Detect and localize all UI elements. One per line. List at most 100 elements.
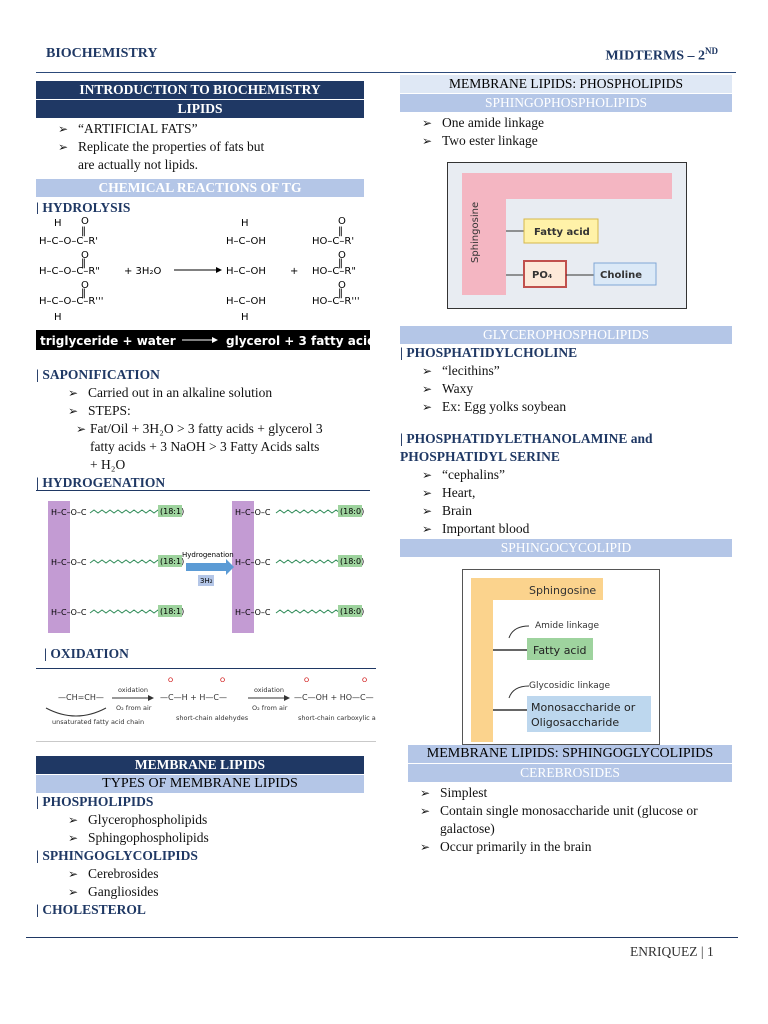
list-item: Carried out in an alkaline solution: [68, 384, 366, 402]
saponification-heading: | SAPONIFICATION: [36, 367, 160, 382]
membrane-lipids-section: MEMBRANE LIPIDS TYPES OF MEMBRANE LIPIDS…: [36, 756, 364, 919]
label-18-0: (18:0): [340, 557, 364, 566]
svg-text:‖: ‖: [81, 258, 86, 269]
sphingoglycolipids-bar: MEMBRANE LIPIDS: SPHINGOGLYCOLIPIDS: [408, 745, 732, 763]
hydrogenation-rule: [36, 490, 370, 491]
label-18-0: (18:0): [340, 507, 364, 516]
list-item: One amide linkage: [422, 114, 732, 132]
svg-text:H–C–O–C: H–C–O–C: [51, 558, 87, 567]
svg-text:O: O: [304, 676, 309, 684]
svg-text:H–C–O–C: H–C–O–C: [235, 608, 271, 617]
sphingoglycolipids-heading: | SPHINGOGLYCOLIPIDS: [36, 848, 198, 863]
sphingoglycolipids-list: Cerebrosides Gangliosides: [36, 865, 364, 901]
artificial-fats-list: “ARTIFICIAL FATS” Replicate the properti…: [36, 120, 364, 174]
lipids-title: LIPIDS: [36, 100, 364, 118]
phospholipids-list: Glycerophospholipids Sphingophospholipid…: [36, 811, 364, 847]
cerebrosides-bar: CEREBROSIDES: [408, 764, 732, 782]
header-subject: BIOCHEMISTRY: [46, 46, 158, 61]
short-chain-aldehydes-label: short-chain aldehydes: [176, 714, 249, 722]
oxidation-heading: | OXIDATION: [44, 646, 129, 661]
list-item: Waxy: [422, 380, 732, 398]
svg-text:H: H: [241, 218, 249, 229]
saponification-list: Carried out in an alkaline solution STEP…: [36, 384, 366, 420]
list-item: Important blood: [422, 520, 732, 538]
oxidation-bottom-rule: [36, 741, 376, 742]
hydrolysis-heading: | HYDROLYSIS: [36, 200, 131, 215]
oxidation-label: oxidation: [254, 686, 284, 694]
svg-text:O: O: [338, 250, 346, 261]
svg-text:H–C–O–C: H–C–O–C: [235, 508, 271, 517]
intro-title: INTRODUCTION TO BIOCHEMISTRY: [36, 81, 364, 99]
hydrogenation-arrow-label: Hydrogenation: [182, 551, 234, 559]
oxidation-label: oxidation: [118, 686, 148, 694]
list-item: STEPS:: [68, 402, 366, 420]
oxidation-rule: [36, 668, 376, 669]
sphingomyelin-figure: Sphingosine Fatty acid PO₄ Choline: [447, 162, 687, 309]
phospholipids-heading: | PHOSPHOLIPIDS: [36, 794, 154, 809]
sphingosine-label: Sphingosine: [470, 202, 481, 263]
list-item: “ARTIFICIAL FATS”: [58, 120, 364, 138]
saturated-chains: H–C–O–C H–C–O–C H–C–O–C (18:0) (18:0) (1…: [235, 505, 364, 617]
list-item: Occur primarily in the brain: [420, 838, 732, 856]
list-item: Glycerophospholipids: [68, 811, 364, 829]
membrane-phospholipids-bar: MEMBRANE LIPIDS: PHOSPHOLIPIDS: [400, 75, 732, 93]
membrane-lipids-bar: MEMBRANE LIPIDS: [36, 756, 364, 774]
list-item: Brain: [422, 502, 732, 520]
phosphatidylethanolamine-heading: | PHOSPHATIDYLETHANOLAMINE and PHOSPHATI…: [400, 431, 653, 464]
water-label: + 3H₂O: [124, 266, 161, 277]
amide-linkage-label: Amide linkage: [535, 621, 600, 631]
svg-text:O: O: [81, 250, 89, 261]
choline-label: Choline: [600, 270, 642, 281]
svg-text:H: H: [54, 312, 62, 323]
hydrolysis-caption-left: triglyceride + water: [40, 334, 176, 348]
svg-text:O: O: [81, 280, 89, 291]
svg-text:+: +: [290, 266, 298, 277]
header-rule: [36, 72, 736, 73]
svg-text:H: H: [241, 312, 249, 323]
short-chain-acids-label: short-chain carboxylic acids: [298, 714, 376, 722]
fatty-acid-label: Fatty acid: [534, 227, 590, 238]
sphingophospholipids-list: One amide linkage Two ester linkage: [400, 114, 732, 150]
list-item: Sphingophospholipids: [68, 829, 364, 847]
svg-text:H: H: [54, 218, 62, 229]
list-item: Two ester linkage: [422, 132, 732, 150]
svg-text:‖: ‖: [338, 288, 343, 299]
chem-reactions-bar: CHEMICAL REACTIONS OF TG: [36, 179, 364, 197]
svg-text:O: O: [81, 216, 89, 227]
list-item: Fat/Oil + 3H₂O > 3 fatty acids + glycero…: [76, 420, 326, 474]
svg-text:O: O: [220, 676, 225, 684]
svg-text:H–C–O–C–R''': H–C–O–C–R''': [39, 296, 104, 307]
svg-text:‖: ‖: [338, 258, 343, 269]
sphingosine-label: Sphingosine: [529, 584, 596, 597]
svg-text:H–C–O–C: H–C–O–C: [51, 608, 87, 617]
label-18-1: (18:1): [160, 607, 184, 616]
hydrogenation-heading: | HYDROGENATION: [36, 475, 166, 490]
svg-text:HO–C–R": HO–C–R": [312, 266, 356, 277]
svg-text:—CH=CH—: —CH=CH—: [58, 693, 104, 702]
svg-text:O: O: [338, 280, 346, 291]
unsaturated-label: unsaturated fatty acid chain: [52, 718, 144, 726]
svg-text:‖: ‖: [338, 226, 343, 237]
svg-text:H–C–OH: H–C–OH: [226, 296, 266, 307]
fatty-acid-label: Fatty acid: [533, 644, 587, 657]
right-column-bottom: MEMBRANE LIPIDS: SPHINGOGLYCOLIPIDS CERE…: [408, 745, 732, 856]
cholesterol-heading: | CHOLESTEROL: [36, 902, 146, 917]
sphingophospholipids-bar: SPHINGOPHOSPHOLIPIDS: [400, 94, 732, 112]
svg-text:H–C–O–C: H–C–O–C: [235, 558, 271, 567]
glycosidic-linkage-label: Glycosidic linkage: [529, 681, 610, 691]
sphingocycolipid-bar: SPHINGOCYCOLIPID: [400, 539, 732, 557]
svg-text:—C—H + H—C—: —C—H + H—C—: [160, 693, 227, 702]
list-item: Ex: Egg yolks soybean: [422, 398, 732, 416]
fatty-acids-structure: O‖ HO–C–R' O‖ HO–C–R" O‖ HO–C–R''': [312, 216, 360, 307]
phosphatidylcholine-list: “lecithins” Waxy Ex: Egg yolks soybean: [400, 362, 732, 416]
label-18-1: (18:1): [160, 557, 184, 566]
o2-label: O₂ from air: [116, 704, 152, 712]
sphingoglycolipid-figure: Sphingosine Amide linkage Fatty acid Gly…: [462, 569, 660, 745]
oligosaccharide-label: Oligosaccharide: [531, 716, 619, 729]
o2-label: O₂ from air: [252, 704, 288, 712]
phosphatidylethanolamine-list: “cephalins” Heart, Brain Important blood: [400, 466, 732, 538]
types-bar: TYPES OF MEMBRANE LIPIDS: [36, 775, 364, 793]
svg-text:HO–C–R''': HO–C–R''': [312, 296, 360, 307]
